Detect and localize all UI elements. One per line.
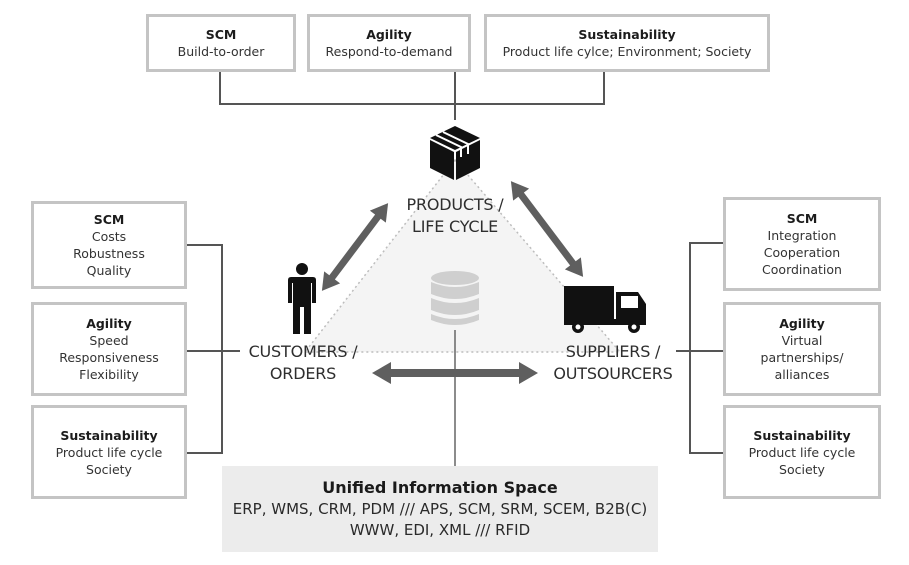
box-line: Product life cylce; Environment; Society xyxy=(502,44,752,59)
left-box-agility: Agility Speed Responsiveness Flexibility xyxy=(31,302,187,396)
arrow-customers-suppliers xyxy=(372,362,538,384)
box-title: Sustainability xyxy=(578,27,676,42)
box-line: Flexibility xyxy=(79,367,139,382)
node-suppliers: SUPPLIERS / OUTSOURCERS xyxy=(545,341,681,385)
top-bracket xyxy=(219,72,605,120)
arrow-products-suppliers xyxy=(510,181,584,277)
box-line: Virtual xyxy=(781,333,823,348)
box-title: SCM xyxy=(205,27,237,42)
double-arrows xyxy=(321,181,584,384)
box-line: Robustness xyxy=(73,246,145,261)
box-line: Respond-to-demand xyxy=(325,44,453,59)
box-line: Integration xyxy=(767,228,837,243)
box-line: partnerships/ xyxy=(760,350,844,365)
box-line: Coordination xyxy=(762,262,842,277)
box-title: Agility xyxy=(366,27,412,42)
box-title: Agility xyxy=(86,316,132,331)
box-title: Sustainability xyxy=(60,427,158,443)
right-box-sustainability: Sustainability Product life cycle Societ… xyxy=(723,405,881,499)
box-line: Cooperation xyxy=(763,245,841,260)
node-products: PRODUCTS / LIFE CYCLE xyxy=(385,194,525,238)
box-line: Responsiveness xyxy=(59,350,159,365)
box-title: SCM xyxy=(786,211,818,226)
box-line: alliances xyxy=(774,367,830,382)
relationship-triangle xyxy=(303,158,622,353)
database-icon xyxy=(431,271,479,325)
arrow-products-customers xyxy=(321,203,389,291)
left-box-sustainability: Sustainability Product life cycle Societ… xyxy=(31,405,187,499)
left-bracket xyxy=(186,244,240,454)
unified-information-space: Unified Information Space ERP, WMS, CRM,… xyxy=(222,466,658,552)
box-line: Costs xyxy=(91,229,127,244)
top-box-sustainability: Sustainability Product life cylce; Envir… xyxy=(484,14,770,72)
left-box-scm: SCM Costs Robustness Quality xyxy=(31,201,187,289)
top-box-scm: SCM Build-to-order xyxy=(146,14,296,72)
delivery-truck-icon xyxy=(564,286,646,333)
node-customers-line2: ORDERS xyxy=(269,364,337,383)
info-space-line2: WWW, EDI, XML /// RFID xyxy=(349,521,531,539)
box-line: Society xyxy=(86,461,132,477)
node-products-line2: LIFE CYCLE xyxy=(411,217,499,236)
node-customers-line1: CUSTOMERS / xyxy=(248,342,358,361)
box-line: Quality xyxy=(86,263,132,278)
box-title: Sustainability xyxy=(753,427,851,443)
node-customers: CUSTOMERS / ORDERS xyxy=(238,341,368,385)
info-space-line1: ERP, WMS, CRM, PDM /// APS, SCM, SRM, SC… xyxy=(232,500,648,518)
top-box-agility: Agility Respond-to-demand xyxy=(307,14,471,72)
package-box-icon xyxy=(430,126,480,180)
box-line: Build-to-order xyxy=(177,44,265,59)
box-line: Society xyxy=(779,461,825,477)
right-bracket xyxy=(676,242,723,454)
box-title: Agility xyxy=(779,316,825,331)
box-title: SCM xyxy=(93,212,125,227)
box-line: Speed xyxy=(89,333,129,348)
right-box-scm: SCM Integration Cooperation Coordination xyxy=(723,197,881,291)
box-line: Product life cycle xyxy=(55,444,163,460)
person-icon xyxy=(288,263,316,334)
node-suppliers-line1: SUPPLIERS / xyxy=(565,342,661,361)
info-space-title: Unified Information Space xyxy=(322,478,558,497)
node-products-line1: PRODUCTS / xyxy=(406,195,504,214)
box-line: Product life cycle xyxy=(748,444,856,460)
right-box-agility: Agility Virtual partnerships/ alliances xyxy=(723,302,881,396)
node-suppliers-line2: OUTSOURCERS xyxy=(553,364,673,383)
